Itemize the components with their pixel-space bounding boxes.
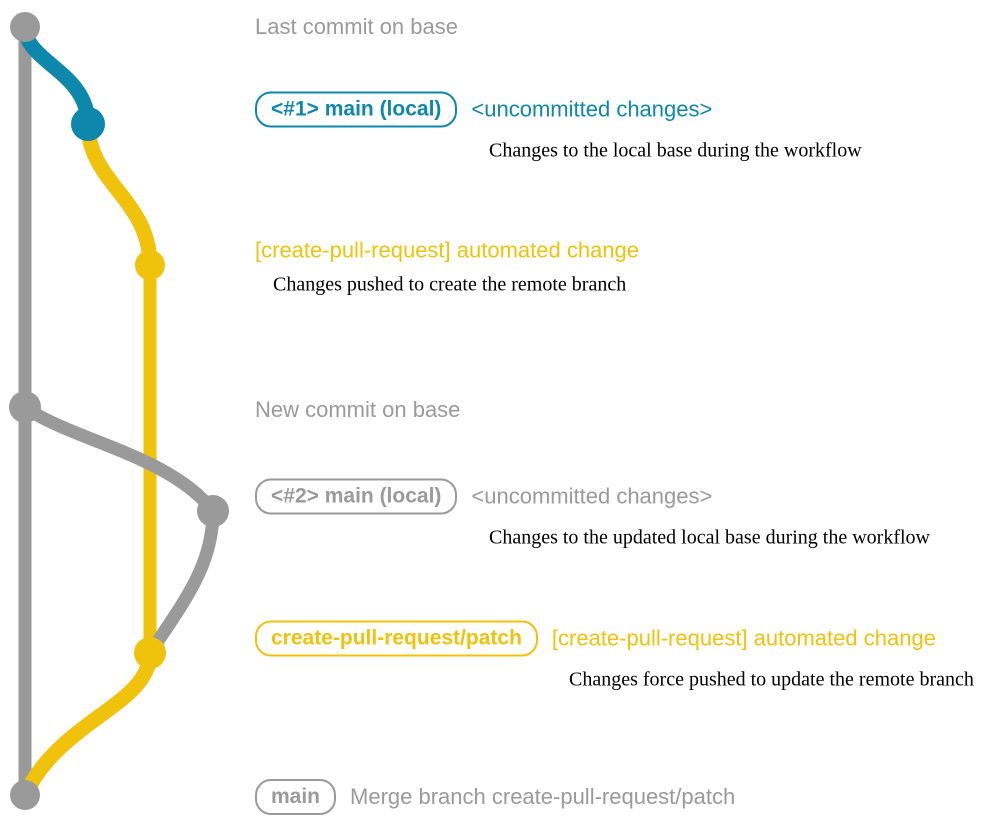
ref-badge-main-local-1[interactable]: <#1> main (local) — [255, 91, 458, 128]
commit-subject: [create-pull-request] automated change — [551, 625, 936, 651]
commit-entry-merge-branch: main Merge branch create-pull-request/pa… — [255, 779, 735, 815]
commit-node-base-new[interactable] — [9, 391, 41, 423]
commit-entry-automated-change-1: [create-pull-request] automated change C… — [255, 237, 640, 296]
commit-node-base-merge[interactable] — [10, 780, 40, 810]
commit-subject: Merge branch create-pull-request/patch — [350, 784, 736, 809]
ref-badge-create-pull-request-patch[interactable]: create-pull-request/patch — [255, 620, 538, 657]
commit-subject: <uncommitted changes> — [471, 483, 713, 509]
edge-base-to-merge-node — [18, 400, 220, 518]
commit-node-base-top[interactable] — [10, 12, 40, 42]
commit-description: Changes force pushed to update the remot… — [569, 668, 974, 691]
commit-node-patch-2[interactable] — [134, 637, 166, 669]
commit-subject: <uncommitted changes> — [471, 96, 713, 122]
commit-subject: Last commit on base — [255, 14, 458, 39]
commit-entry-local-uncommitted-1: <#1> main (local) <uncommitted changes> … — [255, 91, 862, 162]
edge-merge-node-to-patch2 — [143, 504, 220, 660]
commit-entry-last-commit-on-base: Last commit on base — [255, 16, 458, 38]
commit-description: Changes to the updated local base during… — [489, 526, 930, 549]
edge-base-to-local1 — [17, 19, 96, 132]
commit-entry-automated-change-2: create-pull-request/patch [create-pull-r… — [255, 620, 974, 691]
commit-entry-new-commit-on-base: New commit on base — [255, 399, 460, 421]
ref-badge-main-local-2[interactable]: <#2> main (local) — [255, 478, 458, 515]
ref-badge-main[interactable]: main — [255, 779, 337, 815]
commit-node-local-1[interactable] — [71, 107, 105, 141]
commit-description: Changes pushed to create the remote bran… — [273, 273, 627, 296]
commit-entry-local-uncommitted-2: <#2> main (local) <uncommitted changes> … — [255, 478, 930, 549]
edge-patch2-to-merge — [17, 645, 158, 803]
edge-local1-to-patch1 — [80, 116, 158, 273]
commit-node-patch-1[interactable] — [135, 250, 165, 280]
commit-description: Changes to the local base during the wor… — [489, 139, 862, 162]
commit-subject: [create-pull-request] automated change — [255, 237, 640, 263]
commit-subject: New commit on base — [255, 397, 461, 422]
commit-node-local-2[interactable] — [197, 495, 229, 527]
